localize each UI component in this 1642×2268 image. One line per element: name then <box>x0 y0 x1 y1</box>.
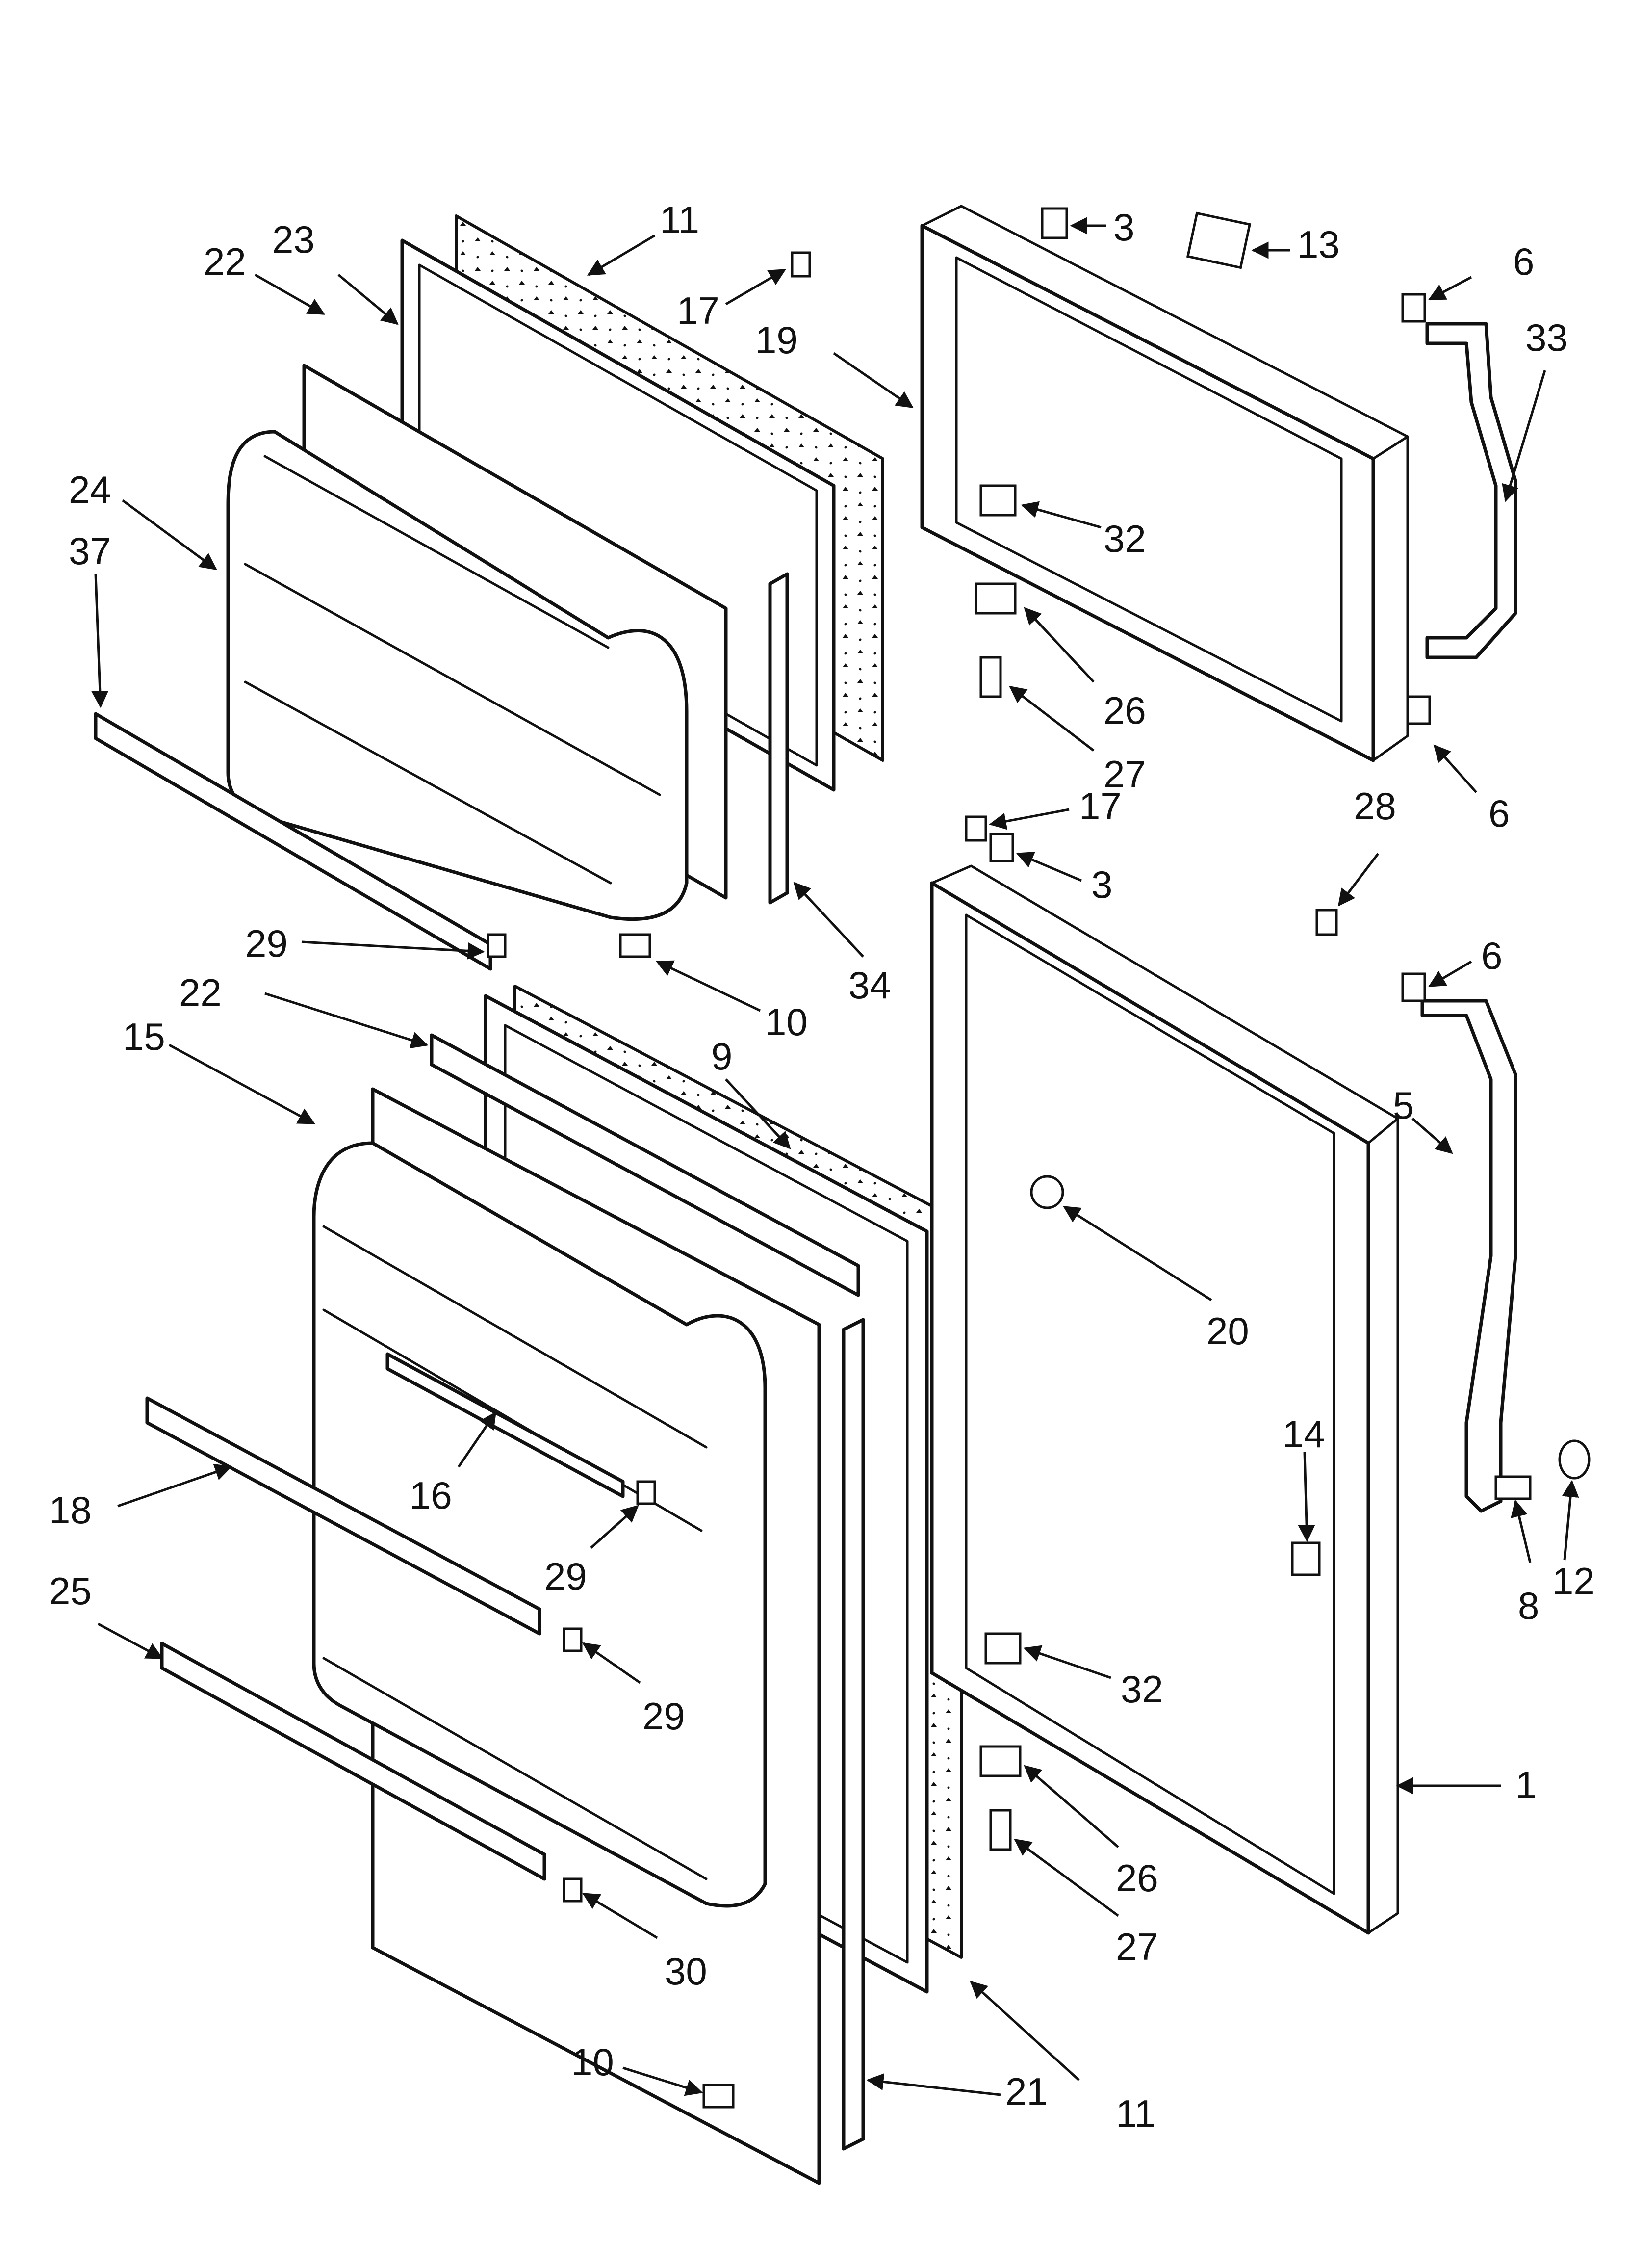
callout-22: 22 <box>204 240 246 283</box>
fresh-food-breaker-strip-22 <box>430 1033 860 1297</box>
clip-29-c <box>563 1627 583 1652</box>
callout-1: 1 <box>1515 1763 1537 1806</box>
hinge-32-top <box>979 484 1017 517</box>
callout-23: 23 <box>272 218 315 261</box>
fresh-food-handle-5 <box>1420 999 1517 1513</box>
callout-28: 28 <box>1354 784 1396 828</box>
screw-8 <box>1494 1475 1532 1500</box>
callout-16: 16 <box>410 1474 452 1517</box>
callout-10: 10 <box>571 2040 614 2084</box>
freezer-handle-33 <box>1425 322 1517 659</box>
fresh-food-side-strip-21 <box>842 1318 865 2151</box>
hinge-pin-14 <box>1291 1541 1321 1576</box>
screw-3-top <box>1041 207 1068 239</box>
fresh-food-outer-door-1 <box>930 864 1399 1935</box>
callout-22: 22 <box>179 971 222 1014</box>
callout-3: 3 <box>1091 863 1112 906</box>
fresh-food-door-assembly <box>145 985 963 2185</box>
callout-13: 13 <box>1297 223 1340 266</box>
freezer-liner-24 <box>226 430 689 921</box>
callout-32: 32 <box>1103 517 1146 560</box>
callout-33: 33 <box>1525 316 1568 359</box>
fresh-food-liner-15 <box>312 1141 767 1908</box>
freezer-shelf-bar-37 <box>94 712 492 971</box>
freezer-outer-door-19 <box>920 205 1409 762</box>
callout-6: 6 <box>1488 792 1510 835</box>
label-13 <box>1186 211 1252 269</box>
plug-17-top <box>791 251 811 278</box>
plug-17-mid <box>965 815 987 842</box>
callout-25: 25 <box>49 1569 92 1613</box>
callout-11: 11 <box>1116 2092 1155 2135</box>
screw-27-bottom <box>989 1809 1012 1851</box>
bushing-26-bottom <box>979 1745 1022 1777</box>
screw-6-b <box>1406 695 1431 725</box>
bushing-26-top <box>975 582 1017 615</box>
callout-26: 26 <box>1116 1856 1158 1900</box>
freezer-door-assembly <box>94 214 884 971</box>
callout-29: 29 <box>642 1694 685 1738</box>
dairy-bar-16 <box>385 1352 625 1498</box>
callout-6: 6 <box>1481 934 1502 977</box>
hardware <box>487 207 1591 2109</box>
cap-12 <box>1558 1439 1591 1480</box>
callout-19: 19 <box>755 318 798 362</box>
screw-6-a <box>1401 293 1426 323</box>
callout-34: 34 <box>848 964 891 1007</box>
door-shelf-bar-25 <box>160 1642 546 1881</box>
screw-10-bottom <box>702 2084 735 2109</box>
callout-29: 29 <box>245 922 288 965</box>
clip-29-a <box>487 933 507 958</box>
screw-3-mid <box>989 833 1014 862</box>
callout-3: 3 <box>1113 206 1134 249</box>
callout-37: 37 <box>69 529 111 573</box>
clip-30 <box>563 1877 583 1903</box>
callout-26: 26 <box>1103 689 1146 732</box>
callout-17: 17 <box>1079 784 1122 828</box>
callout-14: 14 <box>1283 1412 1325 1456</box>
callout-32: 32 <box>1121 1668 1163 1711</box>
callout-10: 10 <box>765 1000 808 1043</box>
freezer-side-strip-34 <box>768 572 789 905</box>
callout-9: 9 <box>711 1035 732 1078</box>
plug-28 <box>1315 909 1338 936</box>
screw-6-c <box>1401 972 1426 1002</box>
clip-29-b <box>636 1480 656 1505</box>
callout-27: 27 <box>1103 753 1146 796</box>
callout-30: 30 <box>665 1950 707 1993</box>
callout-21: 21 <box>1005 2070 1048 2113</box>
callout-numbers: 11 23 22 17 19 3 13 6 33 24 37 32 26 27 … <box>49 198 1595 2135</box>
callout-12: 12 <box>1552 1560 1595 1603</box>
screw-27-top <box>979 656 1002 698</box>
hinge-32-bottom <box>984 1632 1022 1665</box>
leader-lines <box>91 217 1579 2096</box>
callout-15: 15 <box>123 1015 165 1058</box>
callout-6: 6 <box>1513 240 1534 283</box>
callout-29: 29 <box>544 1555 587 1598</box>
door-stop-20 <box>1030 1175 1064 1209</box>
screw-10-top <box>619 933 651 958</box>
callout-8: 8 <box>1518 1584 1539 1627</box>
callout-24: 24 <box>69 468 111 511</box>
callout-17: 17 <box>677 289 719 332</box>
callout-20: 20 <box>1206 1309 1249 1353</box>
door-shelf-bar-18 <box>145 1396 541 1636</box>
callout-11: 11 <box>660 198 699 241</box>
callout-27: 27 <box>1116 1925 1158 1968</box>
callout-18: 18 <box>49 1488 92 1532</box>
callout-5: 5 <box>1393 1084 1414 1127</box>
